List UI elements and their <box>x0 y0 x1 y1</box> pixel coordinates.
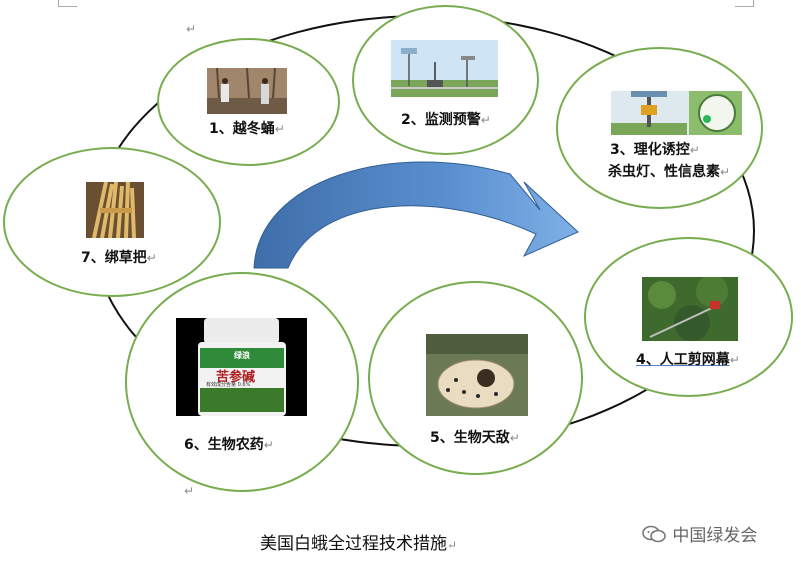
wechat-icon <box>642 525 666 543</box>
node-monitoring-warning: 2、监测预警↵ <box>352 5 539 155</box>
figure-caption: 美国白蛾全过程技术措施↵ <box>260 534 458 554</box>
photo-monitoring-station <box>391 40 498 97</box>
node-label: 1、越冬蛹 <box>209 121 275 137</box>
photo-field-workers <box>207 68 287 114</box>
watermark: 中国绿发会 <box>641 521 757 546</box>
photo-net-cutting <box>642 277 738 341</box>
node-biological-pesticide: 绿浪 苦参碱 有效成分含量 0.6% 6、生物农药↵ <box>125 272 359 492</box>
photo-straw-bundle <box>86 182 144 238</box>
page-corner-mark-left <box>58 0 77 7</box>
bottle-ingredient: 有效成分含量 0.6% <box>206 382 251 388</box>
node-label: 6、生物农药 <box>184 437 264 453</box>
return-mark: ↵ <box>184 484 195 498</box>
node-label: 5、生物天敌 <box>430 430 510 446</box>
node-label: 2、监测预警 <box>401 112 481 128</box>
cycle-arrow <box>253 161 579 269</box>
node-label: 3、理化诱控 <box>610 142 690 158</box>
node-overwintering-pupae: 1、越冬蛹↵ <box>157 38 340 166</box>
node-label: 4、人工剪网幕 <box>636 352 730 368</box>
page-corner-mark-right <box>735 0 754 7</box>
photo-parasitized-cocoon <box>426 334 528 416</box>
node-manual-net-cutting: 4、人工剪网幕↵ <box>584 237 793 397</box>
node-label: 7、绑草把 <box>81 250 147 266</box>
photo-pesticide-bottle: 绿浪 苦参碱 有效成分含量 0.6% <box>176 318 307 416</box>
node-physical-chemical-control: 3、理化诱控↵ 杀虫灯、性信息素↵ <box>556 47 763 209</box>
bottle-brand: 绿浪 <box>234 351 250 360</box>
node-biological-enemies: 5、生物天敌↵ <box>368 281 583 475</box>
bottle-product-name: 苦参碱 <box>216 370 256 385</box>
photo-insect-lamp <box>611 91 742 135</box>
node-label: 杀虫灯、性信息素 <box>608 164 720 180</box>
node-straw-bundle: 7、绑草把↵ <box>3 147 221 297</box>
watermark-text: 中国绿发会 <box>672 526 758 546</box>
return-mark: ↵ <box>186 22 197 36</box>
